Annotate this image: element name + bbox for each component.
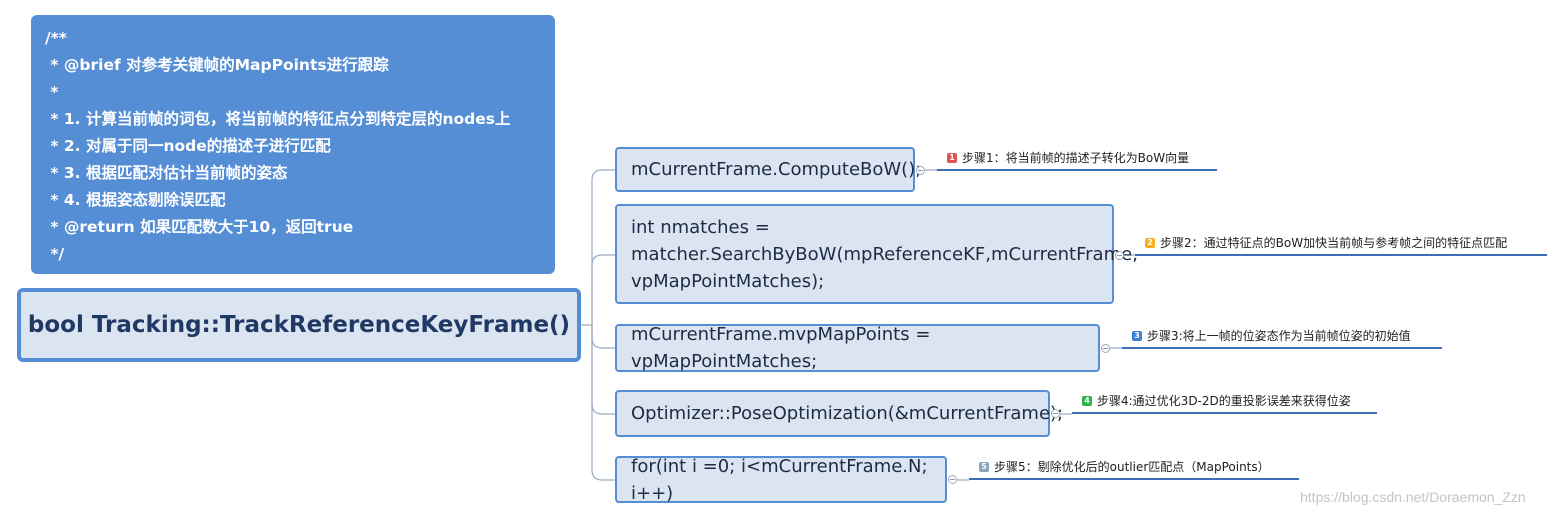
collapse-toggle-icon[interactable]: [1051, 409, 1060, 418]
priority-1-icon: 1: [947, 152, 957, 163]
step-text: 步骤1：将当前帧的描述子转化为BoW向量: [962, 151, 1190, 165]
comment-line: * 2. 对属于同一node的描述子进行匹配: [45, 137, 331, 155]
step-text: 步骤3:将上一帧的位姿态作为当前帧位姿的初始值: [1147, 329, 1411, 343]
connector-line: [591, 254, 615, 325]
subtopic-node-map-points[interactable]: mCurrentFrame.mvpMapPoints = vpMapPointM…: [615, 324, 1100, 372]
subtopic-node-outlier-loop[interactable]: for(int i =0; i<mCurrentFrame.N; i++): [615, 456, 947, 504]
collapse-toggle-icon[interactable]: [1115, 251, 1124, 260]
subtopic-code: mCurrentFrame.ComputeBoW();: [631, 159, 922, 180]
comment-line: */: [45, 245, 65, 263]
step-1-underline: [937, 169, 1217, 171]
step-5-underline: [969, 478, 1299, 480]
collapse-toggle-icon[interactable]: [948, 475, 957, 484]
subtopic-code: for(int i =0; i<mCurrentFrame.N; i++): [631, 455, 928, 504]
root-topic-node[interactable]: bool Tracking::TrackReferenceKeyFrame(): [17, 288, 581, 362]
collapse-toggle-icon[interactable]: [1101, 344, 1110, 353]
priority-4-icon: 4: [1082, 395, 1092, 406]
connector-line: [591, 325, 615, 481]
step-2-underline: [1135, 254, 1547, 256]
step-3-label[interactable]: 3 步骤3:将上一帧的位姿态作为当前帧位姿的初始值: [1132, 327, 1411, 344]
comment-line: * 4. 根据姿态剔除误匹配: [45, 191, 226, 209]
priority-3-icon: 3: [1132, 330, 1142, 341]
comment-line: * @return 如果匹配数大于10，返回true: [45, 218, 354, 236]
collapse-toggle-icon[interactable]: [916, 166, 925, 175]
step-5-label[interactable]: 5 步骤5：剔除优化后的outlier匹配点（MapPoints）: [979, 458, 1270, 475]
subtopic-node-compute-bow[interactable]: mCurrentFrame.ComputeBoW();: [615, 147, 921, 192]
comment-line: * 3. 根据匹配对估计当前帧的姿态: [45, 164, 288, 182]
root-topic-label: bool Tracking::TrackReferenceKeyFrame(): [27, 312, 571, 338]
comment-line: *: [45, 83, 64, 101]
subtopic-node-search-by-bow[interactable]: int nmatches = matcher.SearchByBoW(mpRef…: [615, 204, 1138, 304]
step-text: 步骤5：剔除优化后的outlier匹配点（MapPoints）: [994, 460, 1270, 474]
step-text: 步骤2：通过特征点的BoW加快当前帧与参考帧之间的特征点匹配: [1160, 236, 1508, 250]
step-3-underline: [1122, 347, 1442, 349]
connector-line: [591, 325, 615, 415]
priority-2-icon: 2: [1145, 237, 1155, 248]
priority-5-icon: 5: [979, 461, 989, 472]
comment-line: /**: [45, 29, 67, 47]
watermark-text: https://blog.csdn.net/Doraemon_Zzn: [1300, 489, 1526, 505]
step-text: 步骤4:通过优化3D-2D的重投影误差来获得位姿: [1097, 394, 1351, 408]
connector-line: [591, 325, 615, 349]
subtopic-code: int nmatches = matcher.SearchByBoW(mpRef…: [631, 216, 1138, 292]
step-4-underline: [1072, 412, 1377, 414]
comment-line: * @brief 对参考关键帧的MapPoints进行跟踪: [45, 56, 389, 74]
comment-line: * 1. 计算当前帧的词包，将当前帧的特征点分到特定层的nodes上: [45, 110, 511, 128]
subtopic-code: mCurrentFrame.mvpMapPoints = vpMapPointM…: [631, 324, 931, 372]
doc-comment-box: /** * @brief 对参考关键帧的MapPoints进行跟踪 * * 1.…: [31, 15, 555, 274]
step-4-label[interactable]: 4 步骤4:通过优化3D-2D的重投影误差来获得位姿: [1082, 392, 1351, 409]
step-1-label[interactable]: 1 步骤1：将当前帧的描述子转化为BoW向量: [947, 149, 1189, 166]
connector-line: [591, 169, 615, 325]
step-2-label[interactable]: 2 步骤2：通过特征点的BoW加快当前帧与参考帧之间的特征点匹配: [1145, 234, 1507, 251]
subtopic-code: Optimizer::PoseOptimization(&mCurrentFra…: [631, 403, 1064, 424]
subtopic-node-pose-optimization[interactable]: Optimizer::PoseOptimization(&mCurrentFra…: [615, 390, 1063, 437]
